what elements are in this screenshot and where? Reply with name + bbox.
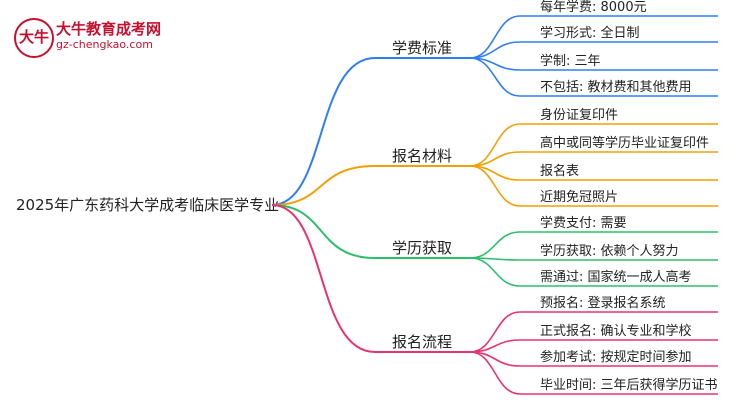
leaf-topic[interactable]: 高中或同等学历毕业证复印件 <box>540 135 709 151</box>
leaf-topic[interactable]: 身份证复印件 <box>540 107 618 123</box>
logo-site-name: 大牛教育成考网 <box>56 20 162 38</box>
logo-mark-text: 大牛 <box>18 28 49 46</box>
branch-connector <box>271 204 376 259</box>
branch-topic[interactable]: 学历获取 <box>392 239 452 257</box>
leaf-connector <box>469 57 521 97</box>
leaf-topic[interactable]: 毕业时间: 三年后获得学历证书 <box>540 377 718 393</box>
branch-connector <box>271 165 376 206</box>
logo-emblem: 大牛 <box>14 18 54 58</box>
leaf-topic[interactable]: 正式报名: 确认专业和学校 <box>540 323 692 339</box>
leaf-topic[interactable]: 学习形式: 全日制 <box>540 25 640 41</box>
leaf-topic[interactable]: 学历获取: 依赖个人努力 <box>540 243 679 259</box>
branch-topic[interactable]: 报名材料 <box>392 147 452 165</box>
leaf-topic[interactable]: 参加考试: 按规定时间参加 <box>540 349 692 365</box>
site-logo[interactable]: 大牛 大牛教育成考网 gz-chengkao.com <box>14 16 214 58</box>
branch-topic[interactable]: 报名流程 <box>392 333 452 351</box>
leaf-topic[interactable]: 预报名: 登录报名系统 <box>540 295 666 311</box>
leaf-connector <box>469 351 521 395</box>
branch-connector <box>271 204 376 353</box>
leaf-connector <box>469 41 521 59</box>
leaf-connector <box>469 257 521 287</box>
leaf-topic[interactable]: 学费支付: 需要 <box>540 215 627 231</box>
branch-connector <box>271 57 376 206</box>
logo-site-url: gz-chengkao.com <box>56 38 153 51</box>
branch-topic[interactable]: 学费标准 <box>392 39 452 57</box>
leaf-topic[interactable]: 需通过: 国家统一成人高考 <box>540 269 692 285</box>
leaf-topic[interactable]: 不包括: 教材费和其他费用 <box>540 79 692 95</box>
leaf-topic[interactable]: 近期免冠照片 <box>540 190 618 205</box>
leaf-connector <box>469 15 521 59</box>
leaf-connector <box>469 231 521 259</box>
leaf-topic[interactable]: 学制: 三年 <box>540 53 601 69</box>
root-topic: 2025年广东药科大学成考临床医学专业 <box>16 196 279 214</box>
leaf-topic[interactable]: 报名表 <box>540 163 579 179</box>
leaf-topic[interactable]: 每年学费: 8000元 <box>540 0 647 15</box>
leaf-connector <box>469 165 521 207</box>
